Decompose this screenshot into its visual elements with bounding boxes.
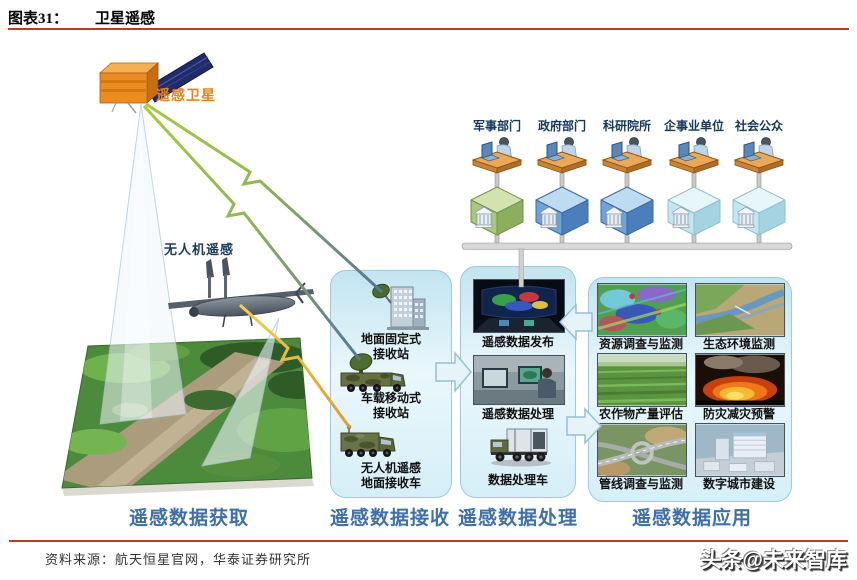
person-computer-icon <box>668 134 720 180</box>
title-underline <box>8 28 849 30</box>
photo-resource-survey <box>597 283 687 337</box>
uav-label: 无人机遥感 <box>164 242 235 257</box>
applications-box: 资源调查与监测 生态环境监测 农作物产量评估 防灾减灾预警 <box>588 277 792 502</box>
downlink-to-fixed-station <box>145 102 384 294</box>
user-label-enterprise: 企事业单位 <box>663 119 724 133</box>
user-group-public: 社会公众 <box>731 117 787 239</box>
figure-title: 卫星遥感 <box>95 11 156 27</box>
photo-data-processing-truck <box>490 428 551 467</box>
photo-data-processing <box>473 355 565 405</box>
person-computer-icon <box>471 134 523 180</box>
app-label-disaster-warning: 防灾减灾预警 <box>702 407 775 421</box>
building-cube-icon <box>469 186 525 236</box>
photo-data-publish <box>473 279 565 333</box>
satellite-beam-cone <box>99 103 187 425</box>
vehicle-mobile-station-icon <box>340 353 406 392</box>
person-computer-icon <box>733 134 785 180</box>
uav-ground-receiver-truck-icon <box>340 424 396 457</box>
receiving-box: 地面固定式 接收站 车载移动式 接收站 无人机遥感 地面接收车 <box>330 270 452 498</box>
user-group-enterprise: 企事业单位 <box>664 117 724 239</box>
ground-fixed-station-label: 地面固定式 接收站 <box>360 332 421 361</box>
ground-fixed-station-icon <box>372 283 429 330</box>
user-group-research: 科研院所 <box>599 117 655 239</box>
building-cube-icon <box>534 186 590 236</box>
app-label-resource-survey: 资源调查与监测 <box>598 337 683 351</box>
building-cube-icon <box>666 186 722 236</box>
app-label-crop-yield: 农作物产量评估 <box>598 407 683 421</box>
watermark: 头条@未来智库 <box>700 549 847 572</box>
app-label-pipeline-survey: 管线调查与监测 <box>598 477 683 491</box>
stage-label-processing: 遥感数据处理 <box>457 508 579 529</box>
photo-pipeline-survey <box>597 423 687 477</box>
source-note: 资料来源：航天恒星官网，华泰证券研究所 <box>45 552 312 567</box>
building-cube-icon <box>731 186 787 236</box>
user-group-government: 政府部门 <box>534 117 590 239</box>
processing-box: 遥感数据发布 遥感数据处理 数据处理 <box>460 266 576 498</box>
data-processing-label: 遥感数据处理 <box>481 407 554 421</box>
user-group-military: 军事部门 <box>469 117 525 239</box>
user-label-military: 军事部门 <box>472 119 521 133</box>
uav-beam-cone <box>201 317 280 467</box>
data-processing-truck-label: 数据处理车 <box>487 473 548 487</box>
stage-label-acquisition: 遥感数据获取 <box>128 508 250 529</box>
photo-crop-yield <box>597 353 687 407</box>
building-cube-icon <box>599 186 655 236</box>
person-computer-icon <box>601 134 653 180</box>
photo-digital-city <box>695 423 785 477</box>
user-label-government: 政府部门 <box>537 119 586 133</box>
user-label-public: 社会公众 <box>734 119 783 133</box>
stage-label-receiving: 遥感数据接收 <box>329 508 451 529</box>
data-publish-label: 遥感数据发布 <box>481 335 554 349</box>
terrain-satellite-image <box>61 337 314 496</box>
user-label-research: 科研院所 <box>602 119 651 133</box>
footer-rule <box>9 540 848 542</box>
satellite-label: 遥感卫星 <box>156 87 216 103</box>
uav-drone-icon <box>168 257 314 328</box>
downlink-to-mobile-station <box>142 104 362 361</box>
person-computer-icon <box>536 134 588 180</box>
uav-ground-receiver-truck-label: 无人机遥感 地面接收车 <box>360 461 421 490</box>
app-label-eco-environment: 生态环境监测 <box>702 337 775 351</box>
photo-eco-environment <box>695 283 785 337</box>
stage-label-application: 遥感数据应用 <box>631 508 753 529</box>
figure-number: 图表31： <box>8 11 69 27</box>
app-label-digital-city: 数字城市建设 <box>702 477 775 491</box>
vehicle-mobile-station-label: 车载移动式 接收站 <box>360 391 421 420</box>
photo-disaster-warning <box>695 353 785 407</box>
